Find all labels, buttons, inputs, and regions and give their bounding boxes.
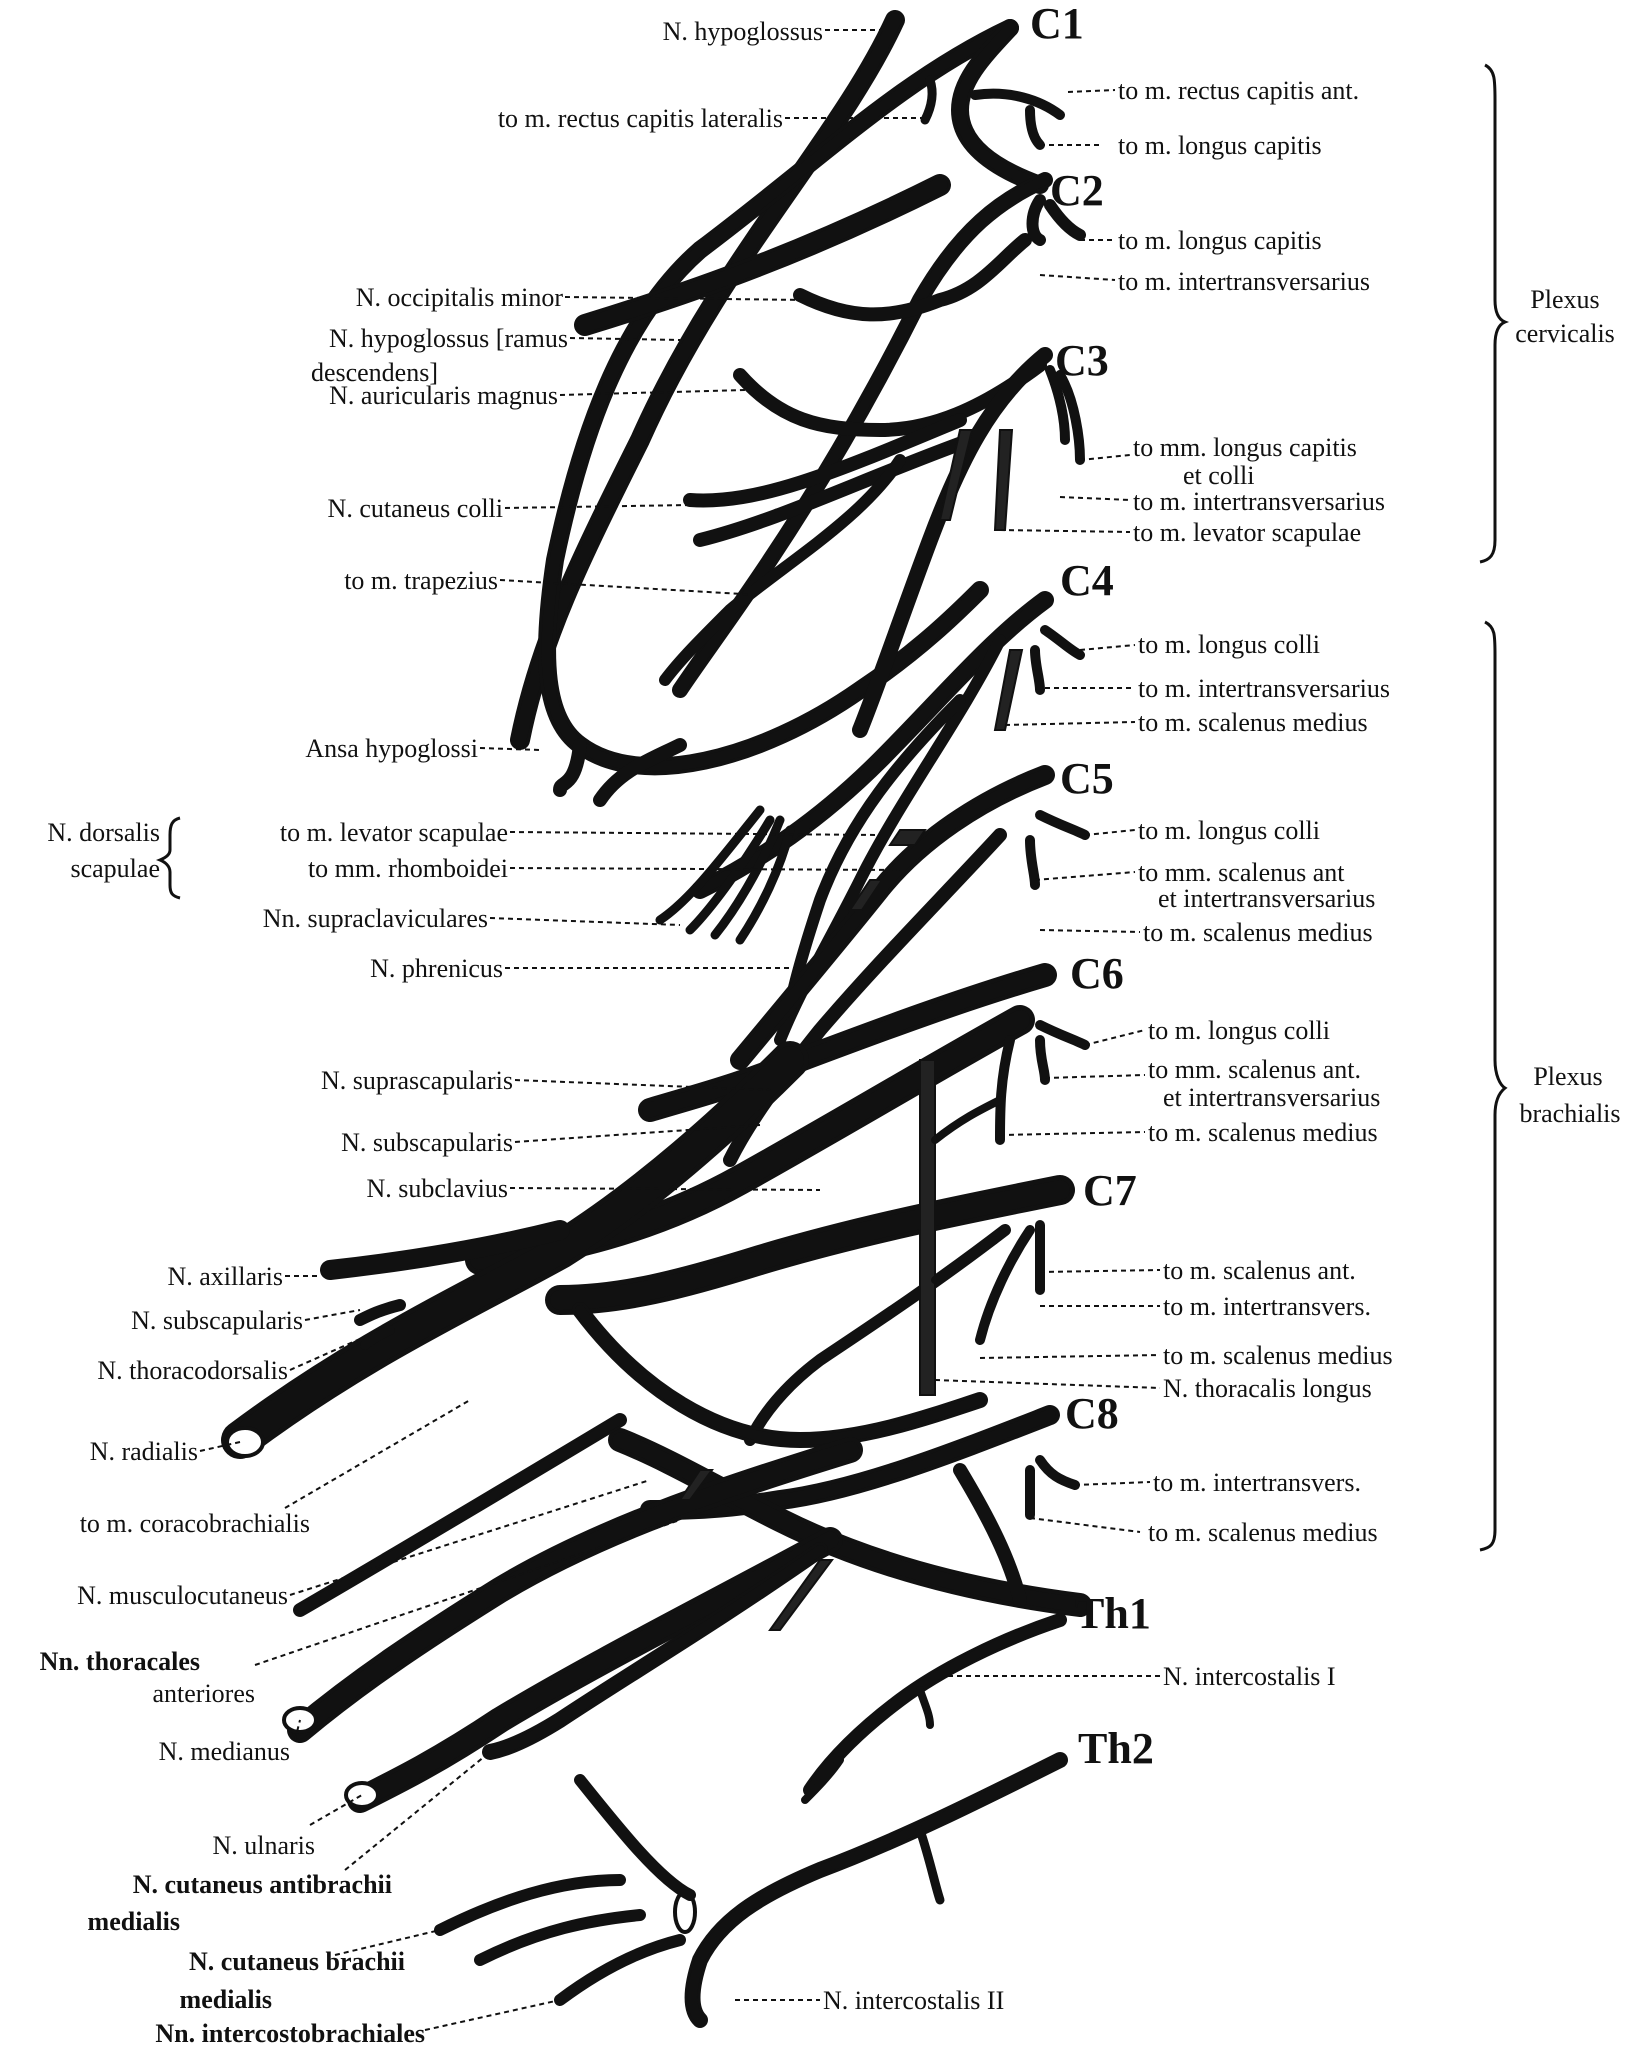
root-c1: C1 [1030,0,1084,48]
label-ulnaris: N. ulnaris [212,1831,315,1860]
label-plexus-brachialis-2: brachialis [1519,1099,1620,1128]
label-scalenus-ant-c7: to m. scalenus ant. [1163,1256,1356,1285]
label-subclavius: N. subclavius [366,1174,508,1203]
label-plexus-cervicalis-1: Plexus [1530,285,1599,314]
label-subscapularis-2: N. subscapularis [131,1306,303,1335]
label-cutaneus-antibrachii-1: N. cutaneus antibrachii [133,1870,392,1899]
thoracalis-longus [919,1059,1004,1396]
label-longus-capitis-1: to m. longus capitis [1118,131,1322,160]
label-cutaneus-antibrachii-2: medialis [88,1907,180,1936]
plexus-brachialis-brace [1479,620,1508,1552]
label-axillaris: N. axillaris [167,1262,283,1291]
label-supraclaviculares: Nn. supraclaviculares [263,904,488,933]
root-c6: C6 [1070,949,1124,998]
label-intertransvers-c8: to m. intertransvers. [1153,1468,1361,1497]
root-c4: C4 [1060,556,1114,605]
root-c5: C5 [1060,754,1114,803]
label-thoracodorsalis: N. thoracodorsalis [97,1356,288,1385]
dorsalis-scapulae-brace [155,816,181,900]
intercostal-nerves [434,1613,1068,2028]
plexus-cervicalis-brace [1479,63,1510,564]
label-subscapularis-1: N. subscapularis [341,1128,513,1157]
label-longus-colli-c6: to m. longus colli [1148,1016,1330,1045]
label-trapezius: to m. trapezius [344,566,498,595]
label-musculocutaneus: N. musculocutaneus [77,1581,288,1610]
label-longus-colli-c4: to m. longus colli [1138,630,1320,659]
label-longus-capitis-colli-1: to mm. longus capitis [1133,433,1357,462]
label-dorsalis-scapulae-2: scapulae [70,854,160,883]
label-levator-scapulae-right: to m. levator scapulae [1133,518,1361,547]
label-intercostobrachiales: Nn. intercostobrachiales [155,2019,425,2048]
label-dorsalis-scapulae-1: N. dorsalis [47,818,160,847]
label-intercostalis-1: N. intercostalis I [1163,1662,1336,1691]
label-scalenus-ant-c6-2: et intertransversarius [1163,1083,1380,1112]
label-rectus-capitis-lateralis: to m. rectus capitis lateralis [498,104,783,133]
label-rectus-capitis-ant: to m. rectus capitis ant. [1118,76,1359,105]
label-intertransversarius-c4: to m. intertransversarius [1138,674,1390,703]
nerve-drawing [221,10,1092,2028]
label-hypoglossus-ramus-1: N. hypoglossus [ramus [329,324,568,353]
label-hypoglossus: N. hypoglossus [663,17,823,46]
root-labels: C1 C2 C3 C4 C5 C6 C7 C8 Th1 Th2 [1030,0,1154,1773]
label-longus-capitis-2: to m. longus capitis [1118,226,1322,255]
root-th1: Th1 [1075,1589,1151,1638]
label-cutaneus-brachii-2: medialis [180,1985,272,2014]
label-radialis: N. radialis [90,1437,198,1466]
label-hypoglossus-ramus-2: descendens] [311,358,438,387]
label-scalenus-medius-c5: to m. scalenus medius [1143,918,1373,947]
ansa-hypoglossi [538,19,1019,807]
label-intertransvers-c7: to m. intertransvers. [1163,1292,1371,1321]
label-scalenus-medius-c8: to m. scalenus medius [1148,1518,1378,1547]
braces [155,63,1510,1552]
label-phrenicus: N. phrenicus [370,954,503,983]
c1-loop [920,19,1065,194]
label-intertransversarius-c2: to m. intertransversarius [1118,267,1370,296]
label-intertransversarius-c3: to m. intertransversarius [1133,487,1385,516]
label-thoracales-anteriores-2: anteriores [152,1679,255,1708]
label-auricularis-magnus: N. auricularis magnus [329,381,558,410]
root-c7: C7 [1083,1166,1137,1215]
label-suprascapularis: N. suprascapularis [321,1066,513,1095]
cervical-branches [659,172,1086,738]
label-levator-scapulae-left: to m. levator scapulae [280,818,508,847]
label-scalenus-medius-c7: to m. scalenus medius [1163,1341,1393,1370]
label-plexus-cervicalis-2: cervicalis [1515,319,1615,348]
root-c8: C8 [1065,1389,1119,1438]
right-labels: to m. rectus capitis ant. to m. longus c… [823,76,1393,2015]
label-ansa-hypoglossi: Ansa hypoglossi [305,734,478,763]
label-longus-capitis-colli-2: et colli [1183,461,1254,490]
label-thoracales-anteriores-1: Nn. thoracales [40,1647,200,1676]
label-occipitalis-minor: N. occipitalis minor [356,283,564,312]
arm-nerves [282,1413,863,1813]
label-plexus-brachialis-1: Plexus [1533,1062,1602,1091]
root-th2: Th2 [1078,1724,1154,1773]
occipitalis-minor-nerve [574,174,951,336]
label-scalenus-ant-c5-1: to mm. scalenus ant [1138,858,1345,887]
label-medianus: N. medianus [159,1737,290,1766]
label-cutaneus-colli: N. cutaneus colli [328,494,503,523]
label-rhomboidei: to mm. rhomboidei [308,854,508,883]
label-scalenus-ant-c6-1: to mm. scalenus ant. [1148,1055,1361,1084]
left-labels: N. hypoglossus to m. rectus capitis late… [40,17,823,2048]
label-intercostalis-2: N. intercostalis II [823,1986,1004,2015]
root-c2: C2 [1050,166,1104,215]
label-thoracalis-longus: N. thoracalis longus [1163,1374,1372,1403]
label-cutaneus-brachii-1: N. cutaneus brachii [189,1947,405,1976]
leader-lines [199,29,1161,2031]
label-scalenus-medius-c4: to m. scalenus medius [1138,708,1368,737]
label-coracobrachialis: to m. coracobrachialis [80,1509,310,1538]
root-c3: C3 [1055,336,1109,385]
label-longus-colli-c5: to m. longus colli [1138,816,1320,845]
label-scalenus-medius-c6: to m. scalenus medius [1148,1118,1378,1147]
posterior-cord [221,1041,809,1459]
plexus-labels: Plexus cervicalis Plexus brachialis [1515,285,1620,1128]
label-scalenus-ant-c5-2: et intertransversarius [1158,884,1375,913]
